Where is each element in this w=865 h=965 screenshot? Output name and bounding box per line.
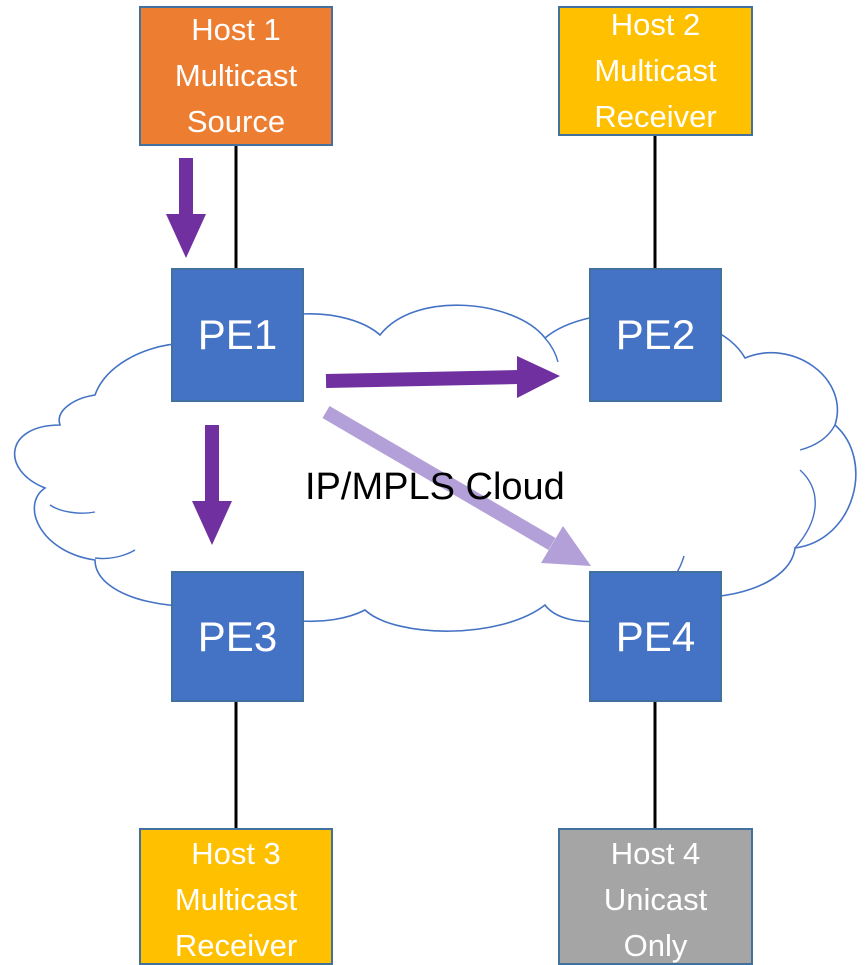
pe1-router-box: PE1	[171, 268, 304, 402]
pe3-label: PE3	[197, 612, 278, 660]
host2-line-1: Host 2	[610, 7, 701, 42]
host4-line-3: Only	[623, 927, 688, 963]
host3-line-2: Multicast	[174, 881, 298, 917]
host3-multicast-receiver-box: Host 3 Multicast Receiver	[139, 828, 333, 965]
host3-line-3: Receiver	[174, 927, 298, 963]
host2-multicast-receiver-box: Host 2 Multicast Receiver	[558, 6, 753, 136]
host1-line-3: Source	[186, 104, 286, 139]
cloud-inner-arc-upper-right	[799, 424, 836, 451]
pe2-router-box: PE2	[589, 268, 722, 402]
host1-multicast-source-box: Host 1 Multicast Source	[139, 6, 333, 146]
pe3-router-box: PE3	[171, 571, 304, 702]
cloud-inner-arc-right	[794, 469, 816, 549]
cloud-inner-arc-lower-left	[94, 549, 136, 560]
host3-line-1: Host 3	[191, 835, 281, 871]
host2-line-2: Multicast	[594, 53, 717, 88]
host4-line-2: Unicast	[603, 881, 708, 917]
host4-line-1: Host 4	[610, 835, 701, 871]
cloud-label: IP/MPLS Cloud	[305, 466, 565, 508]
pe1-label: PE1	[197, 311, 278, 358]
pe4-router-box: PE4	[589, 571, 722, 702]
cloud-inner-arc-left	[49, 504, 96, 514]
host1-line-2: Multicast	[174, 58, 298, 93]
pe4-label: PE4	[615, 612, 696, 660]
network-links	[234, 136, 657, 828]
host2-line-3: Receiver	[594, 99, 717, 134]
pe2-label: PE2	[615, 311, 696, 358]
host4-unicast-only-box: Host 4 Unicast Only	[558, 828, 753, 965]
host1-line-1: Host 1	[191, 12, 281, 47]
